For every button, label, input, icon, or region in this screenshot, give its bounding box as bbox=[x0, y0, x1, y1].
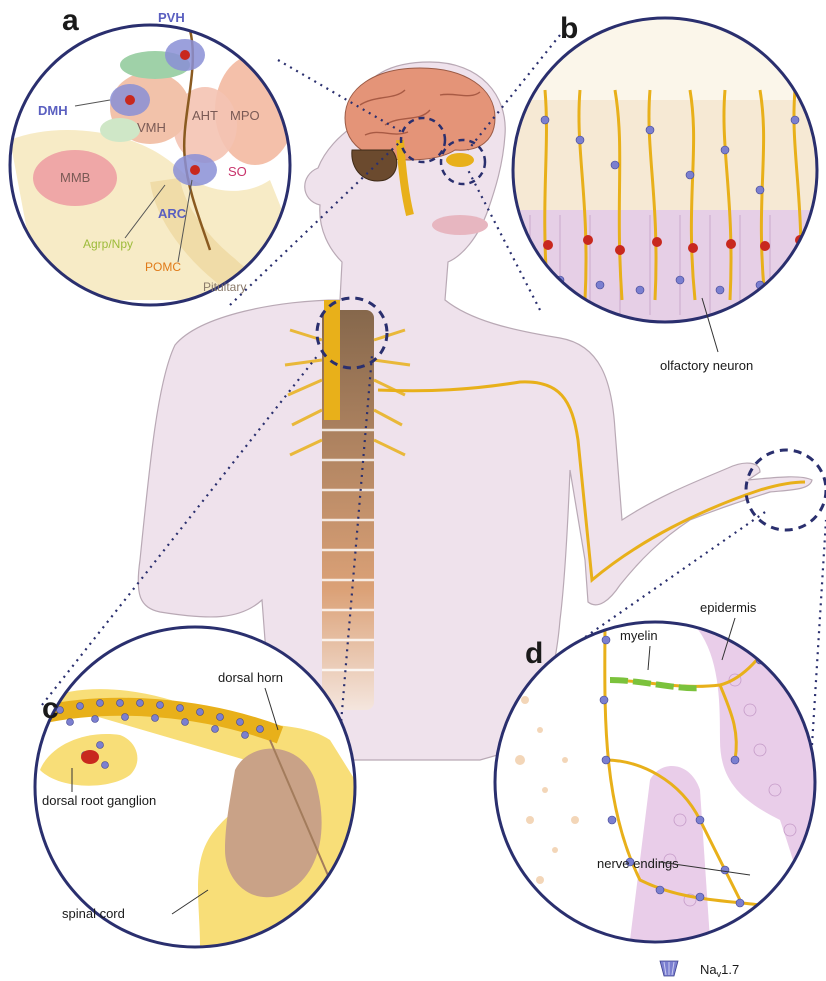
label-mpo: MPO bbox=[230, 108, 260, 123]
legend: Nav1.7 bbox=[660, 961, 739, 979]
panel-a-letter: a bbox=[62, 4, 79, 37]
label-pituitary: Pituitary bbox=[203, 280, 246, 294]
label-olfactory-neuron: olfactory neuron bbox=[660, 358, 753, 373]
label-aht: AHT bbox=[192, 108, 218, 123]
legend-label: Nav1.7 bbox=[700, 962, 739, 979]
label-mmb: MMB bbox=[60, 170, 90, 185]
panel-a: a PVH DMH VMH AHT MPO MMB SO ARC Agrp/Np… bbox=[10, 4, 295, 305]
label-spinal-cord: spinal cord bbox=[62, 906, 125, 921]
label-arc: ARC bbox=[158, 206, 187, 221]
label-nerve-endings: nerve endings bbox=[597, 856, 679, 871]
label-pvh: PVH bbox=[158, 10, 185, 25]
panel-c-letter: c bbox=[42, 692, 59, 725]
panel-b: b olfactory neuron bbox=[510, 12, 826, 373]
panel-b-letter: b bbox=[560, 12, 578, 45]
label-agrp-npy: Agrp/Npy bbox=[83, 237, 133, 251]
label-pomc: POMC bbox=[145, 260, 181, 274]
panel-c: c dorsal horn dorsal root ganglion spina… bbox=[35, 627, 355, 947]
label-myelin: myelin bbox=[620, 628, 658, 643]
label-dmh: DMH bbox=[38, 103, 68, 118]
panel-d: d myelin epidermis nerve endings bbox=[495, 600, 815, 942]
label-dorsal-horn: dorsal horn bbox=[218, 670, 283, 685]
panel-d-letter: d bbox=[525, 637, 543, 670]
label-so: SO bbox=[228, 164, 247, 179]
label-epidermis: epidermis bbox=[700, 600, 757, 615]
label-dorsal-root-ganglion: dorsal root ganglion bbox=[42, 793, 156, 808]
label-vmh: VMH bbox=[137, 120, 166, 135]
